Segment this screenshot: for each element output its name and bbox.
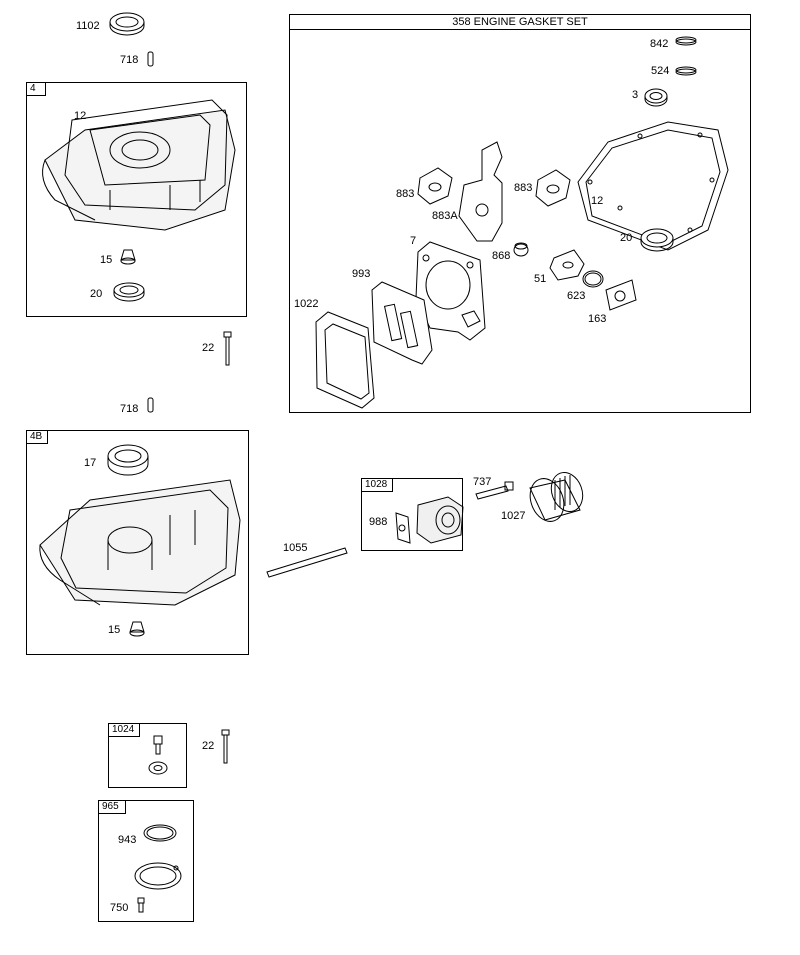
dowel-pin-718-bottom[interactable] [147, 397, 154, 413]
tube-1055[interactable] [266, 547, 348, 578]
seal-3[interactable] [644, 88, 668, 107]
label-718-top: 718 [120, 54, 139, 66]
label-12-group4: 12 [74, 110, 87, 122]
label-51: 51 [534, 273, 547, 285]
o-ring-943[interactable] [143, 824, 177, 842]
label-20-group4: 20 [90, 288, 103, 300]
label-20-kit: 20 [620, 232, 633, 244]
sump-gasket-12[interactable] [577, 121, 729, 251]
group-1024-box [108, 723, 187, 788]
cover-965[interactable] [134, 862, 182, 890]
bolt-22-bottom[interactable] [221, 729, 230, 764]
group-965-tag: 965 [98, 800, 126, 814]
label-943: 943 [118, 834, 137, 846]
label-17: 17 [84, 457, 97, 469]
label-883-left: 883 [396, 188, 415, 200]
label-3: 3 [632, 89, 639, 101]
label-842: 842 [650, 38, 669, 50]
sump-4b[interactable] [39, 479, 241, 606]
label-868: 868 [492, 250, 511, 262]
label-623: 623 [567, 290, 586, 302]
label-1102: 1102 [76, 20, 100, 32]
group-4-tag: 4 [26, 82, 46, 96]
plug-15-bottom[interactable] [129, 621, 145, 637]
group-4b-tag: 4B [26, 430, 48, 444]
group-965-box [98, 800, 194, 922]
gasket-163[interactable] [605, 279, 637, 311]
group-1028-tag: 1028 [361, 478, 393, 492]
label-750: 750 [110, 902, 129, 914]
label-15-group4b: 15 [108, 624, 121, 636]
label-15-group4: 15 [100, 254, 113, 266]
gasket-883-left[interactable] [417, 167, 453, 205]
filter-adapter[interactable] [416, 496, 464, 544]
sump-12[interactable] [42, 99, 236, 231]
gasket-set-box [289, 14, 751, 413]
o-ring-524[interactable] [675, 66, 697, 76]
gasket-set-header-line [289, 29, 751, 30]
label-1022: 1022 [294, 298, 319, 310]
group-4-box [26, 82, 247, 317]
label-988: 988 [369, 516, 388, 528]
label-1027: 1027 [501, 510, 526, 522]
label-883-right: 883 [514, 182, 533, 194]
label-883a: 883A [432, 210, 458, 222]
label-524: 524 [651, 65, 670, 77]
label-993: 993 [352, 268, 371, 280]
nut-1024[interactable] [148, 761, 168, 775]
gasket-993[interactable] [371, 281, 433, 365]
valve-1024[interactable] [153, 735, 163, 755]
plate-883a[interactable] [458, 141, 503, 242]
screw-750[interactable] [137, 897, 145, 913]
label-22-bottom: 22 [202, 740, 215, 752]
group-1028-box [361, 478, 463, 551]
label-7: 7 [410, 235, 417, 247]
group-4b-box [26, 430, 249, 655]
label-22-top: 22 [202, 342, 215, 354]
dowel-pin-718-top[interactable] [147, 51, 154, 67]
label-737: 737 [473, 476, 492, 488]
gasket-988[interactable] [395, 512, 411, 544]
oil-seal-20-kit[interactable] [640, 228, 674, 252]
breather-868[interactable] [513, 242, 529, 257]
gasket-51[interactable] [549, 249, 585, 281]
gasket-set-title: 358 ENGINE GASKET SET [452, 16, 588, 28]
gasket-1022[interactable] [315, 311, 375, 409]
o-ring-842[interactable] [675, 36, 697, 46]
o-ring-623[interactable] [582, 270, 604, 288]
oil-seal-20-top[interactable] [113, 282, 145, 302]
oil-seal-17[interactable] [107, 444, 149, 476]
label-163: 163 [588, 313, 607, 325]
label-1055: 1055 [283, 542, 308, 554]
label-718-bottom: 718 [120, 403, 139, 415]
group-1024-tag: 1024 [108, 723, 140, 737]
oil-filter-1027[interactable] [524, 468, 587, 526]
oil-seal-1102[interactable] [109, 12, 145, 36]
gasket-883-right[interactable] [535, 169, 571, 207]
plug-15-top[interactable] [120, 249, 136, 265]
label-12-kit: 12 [591, 195, 604, 207]
fitting-737[interactable] [475, 481, 514, 500]
bolt-22-top[interactable] [223, 331, 232, 366]
